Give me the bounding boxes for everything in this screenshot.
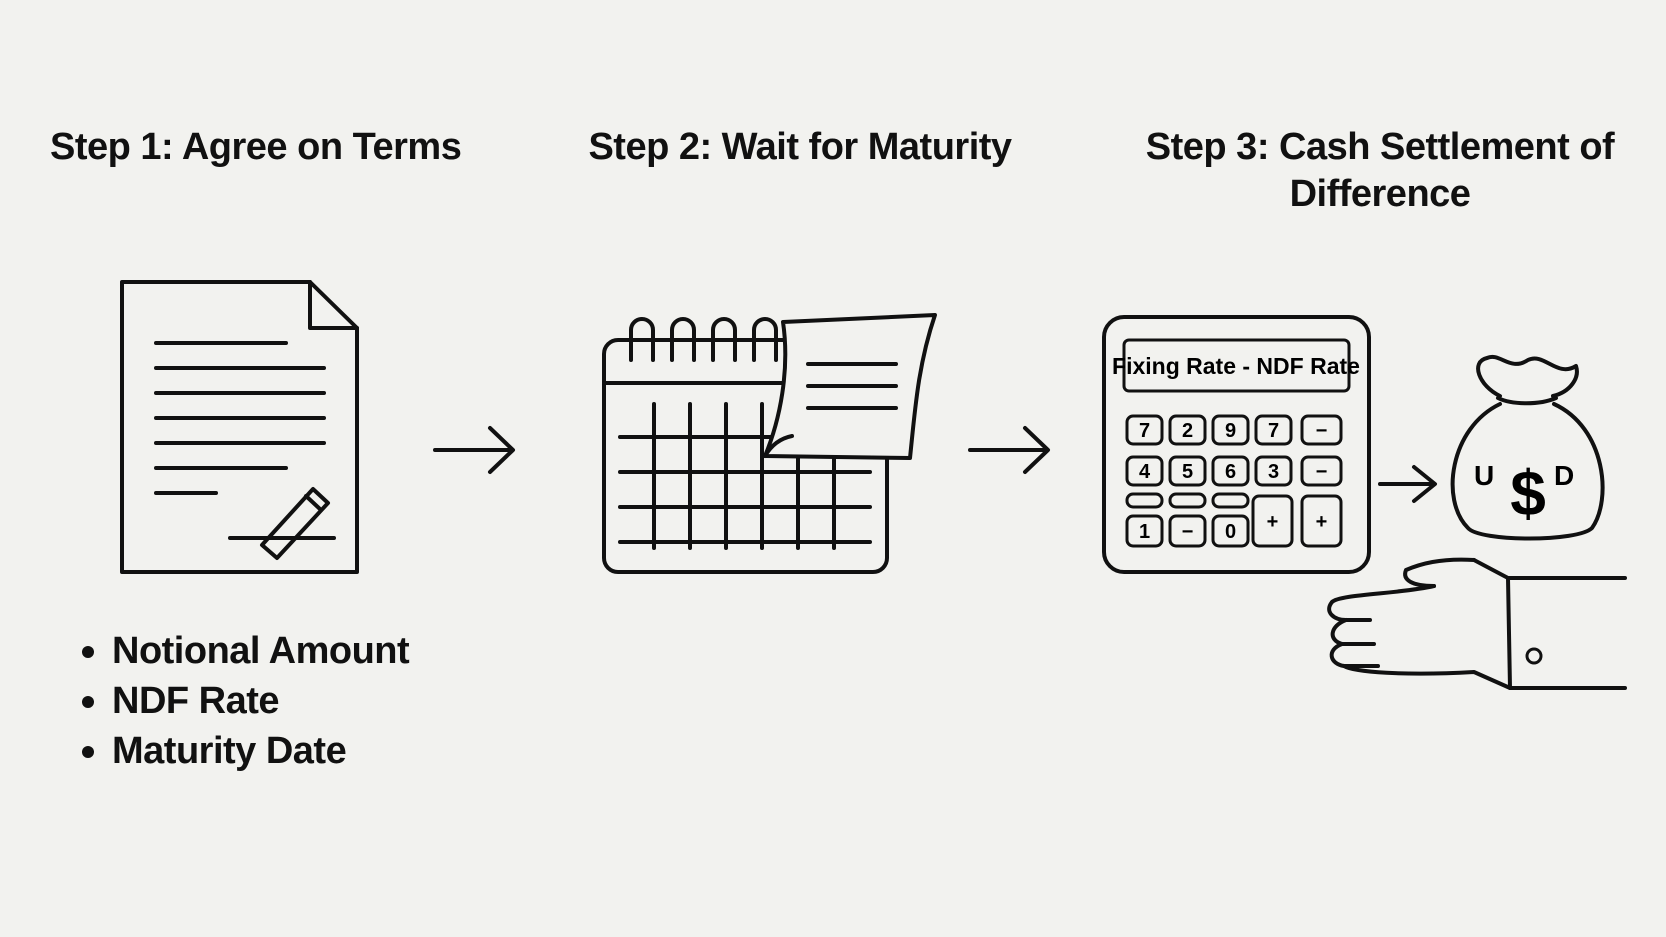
currency-symbol: $ xyxy=(1510,457,1546,529)
calculator-keys-row2: 4 5 6 3 − xyxy=(1125,455,1343,487)
key-label: 4 xyxy=(1139,461,1151,483)
key-label: 2 xyxy=(1182,420,1193,442)
arrow-right-icon xyxy=(1378,465,1437,503)
calculator-display xyxy=(1122,338,1351,393)
hand-icon xyxy=(1327,557,1627,690)
key-label: + xyxy=(1267,511,1279,533)
key-label: 7 xyxy=(1139,420,1150,442)
key-label: − xyxy=(1316,420,1328,442)
currency-text-right: D xyxy=(1554,460,1574,491)
calculator-icon: Fixing Rate - NDF Rate 7 2 9 7 − 4 xyxy=(1102,315,1371,574)
arrow-right-icon xyxy=(968,426,1050,474)
document-icon xyxy=(120,280,359,574)
key-label: 7 xyxy=(1268,420,1279,442)
step-3-title: Step 3: Cash Settlement of Difference xyxy=(1145,126,1615,215)
key-label: + xyxy=(1316,511,1328,533)
key-label: 9 xyxy=(1225,420,1236,442)
calculator-display-text: Fixing Rate - NDF Rate xyxy=(1112,353,1360,379)
currency-text-left: U xyxy=(1474,460,1494,491)
key-label: 3 xyxy=(1268,461,1279,483)
calendar-icon xyxy=(602,313,937,574)
step-2-title: Step 2: Wait for Maturity xyxy=(588,126,1012,168)
key-label: 5 xyxy=(1182,461,1193,483)
step-1-title: Step 1: Agree on Terms xyxy=(50,126,462,168)
pen-icon xyxy=(260,487,330,560)
money-bag-icon: U $ D xyxy=(1450,354,1605,541)
arrow-right-icon xyxy=(433,426,515,474)
key-label: − xyxy=(1316,461,1328,483)
key-label: 1 xyxy=(1139,521,1150,543)
key-label: 6 xyxy=(1225,461,1236,483)
key-label: − xyxy=(1182,521,1194,543)
calculator-keys-row1: 7 2 9 7 − xyxy=(1125,414,1343,446)
list-item: NDF Rate xyxy=(82,676,409,726)
list-item: Maturity Date xyxy=(82,726,409,776)
calculator-keys-row4: 1 − 0 + + xyxy=(1125,494,1343,548)
terms-list: Notional Amount NDF Rate Maturity Date xyxy=(82,626,410,776)
list-item: Notional Amount xyxy=(82,626,410,676)
key-label: 0 xyxy=(1225,521,1236,543)
calculator-keys-row3 xyxy=(1125,492,1250,509)
